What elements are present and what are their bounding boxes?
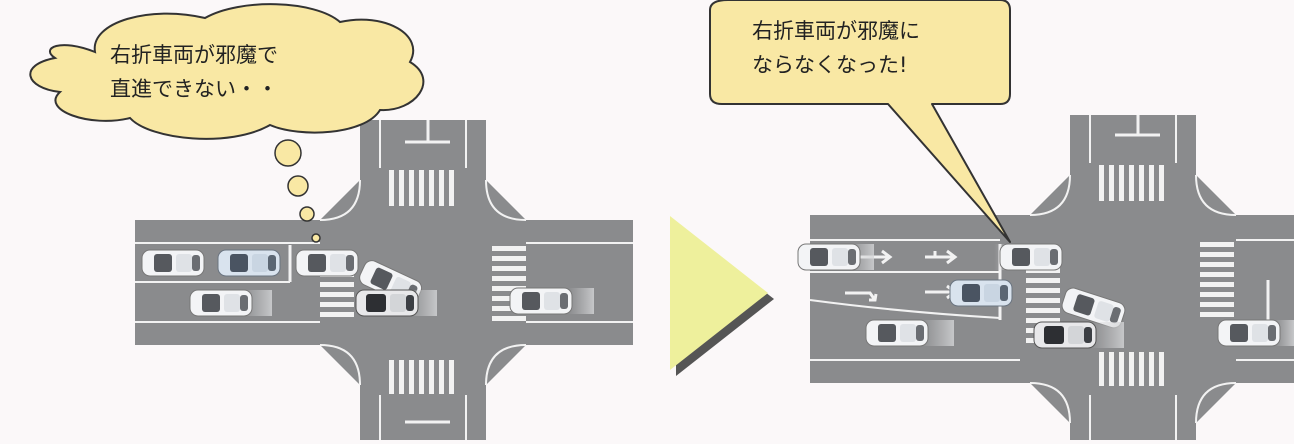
thought-dot-1 xyxy=(274,139,302,167)
after-bubble-line2: ならなくなった! xyxy=(752,53,908,77)
before-bubble-line2: 直進できない・・ xyxy=(110,77,278,101)
after-bubble-line1: 右折車両が邪魔に xyxy=(752,19,920,43)
before-bubble-line1: 右折車両が邪魔で xyxy=(110,43,278,67)
crosswalk-top xyxy=(389,170,454,206)
speech-bubble-after xyxy=(709,0,1011,243)
car-waiting-1 xyxy=(141,249,205,277)
intersection-before xyxy=(135,120,633,440)
thought-dot-3 xyxy=(299,206,315,222)
thought-dot-2 xyxy=(287,175,309,197)
car-waiting-3 xyxy=(295,249,359,277)
car-oncoming xyxy=(509,287,594,315)
thought-dot-4 xyxy=(311,233,321,243)
car-lane2-2 xyxy=(355,289,437,317)
crosswalk-bottom xyxy=(389,360,454,394)
thought-bubble-before xyxy=(29,3,425,243)
car-waiting-2 xyxy=(217,249,281,277)
intersection-after xyxy=(797,115,1294,440)
car-straight-2 xyxy=(865,319,954,347)
car-straight-1 xyxy=(949,279,1013,307)
car-lane2-1 xyxy=(189,289,272,317)
car-straight-3 xyxy=(1033,321,1124,349)
after-bubble-text: 右折車両が邪魔に ならなくなった! xyxy=(752,14,920,82)
car-at-stopline xyxy=(994,243,1063,271)
crosswalk-right xyxy=(492,246,526,321)
transition-arrow xyxy=(670,216,774,376)
before-bubble-text: 右折車両が邪魔で 直進できない・・ xyxy=(110,38,278,106)
car-oncoming-after xyxy=(1217,319,1294,347)
car-right-turn-lane xyxy=(797,243,874,271)
